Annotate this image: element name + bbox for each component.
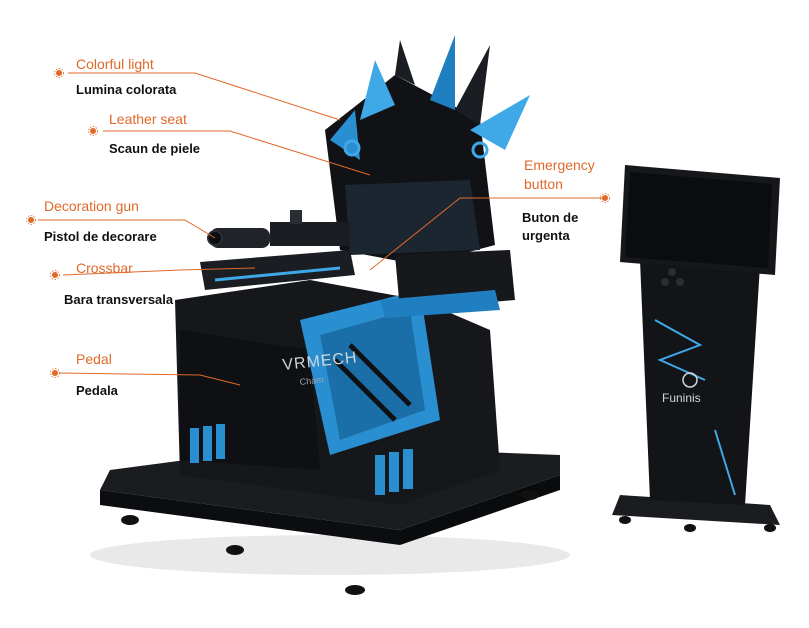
kiosk-column xyxy=(640,260,760,505)
gun-scope xyxy=(210,228,270,248)
callout-dot-icon xyxy=(54,68,64,78)
crossbar xyxy=(200,250,355,290)
crown-wing-blue xyxy=(470,95,530,150)
kiosk-base xyxy=(612,495,780,525)
callout-decoration-gun-ro: Pistol de decorare xyxy=(44,229,157,244)
callout-leather-seat: Leather seat xyxy=(109,111,187,127)
callout-dot-icon xyxy=(88,126,98,136)
light-ring xyxy=(343,139,361,157)
callout-dot-icon xyxy=(50,368,60,378)
leader-leather-seat xyxy=(103,130,371,176)
base-side-edge xyxy=(400,475,560,545)
kiosk xyxy=(612,165,780,532)
side-panel-stripe xyxy=(333,358,397,422)
crossbar-light xyxy=(214,266,341,282)
callout-dot-icon xyxy=(26,215,36,225)
callout-crossbar-ro: Bara transversala xyxy=(64,292,174,307)
leader-decoration-gun xyxy=(38,219,216,239)
callout-crossbar: Crossbar xyxy=(76,260,133,276)
kiosk-logo-icon xyxy=(682,372,698,388)
leader-emergency-button xyxy=(369,197,605,271)
foot xyxy=(345,585,365,595)
crown-spike xyxy=(395,40,415,85)
gun-body xyxy=(270,222,350,246)
pedals xyxy=(190,424,413,495)
side-panel-stripe xyxy=(348,343,412,407)
callout-decoration-gun: Decoration gun xyxy=(44,198,139,214)
callout-pedal-ro: Pedala xyxy=(76,383,118,398)
leader-pedal xyxy=(59,372,241,386)
callout-colorful-light-ro: Lumina colorata xyxy=(76,82,177,97)
callout-pedal: Pedal xyxy=(76,351,112,367)
foot xyxy=(121,515,139,525)
gun-sight xyxy=(290,210,302,224)
leather-seat xyxy=(345,180,480,255)
kiosk-brand: Funinis xyxy=(662,391,701,405)
kiosk-light xyxy=(714,429,736,496)
leader-colorful-light xyxy=(68,72,341,121)
floor-shadow xyxy=(90,535,570,575)
light-ring xyxy=(471,141,489,159)
seat-front-panel xyxy=(180,330,320,470)
side-panel-shade xyxy=(320,310,425,440)
crown-wing-blue xyxy=(330,110,360,160)
foot xyxy=(521,490,539,500)
callout-dot-icon xyxy=(600,193,610,203)
base-front-edge xyxy=(100,490,400,545)
seat-logo-sub: Cham xyxy=(299,375,324,387)
foot xyxy=(226,545,244,555)
callout-emergency-button-line1: Emergency xyxy=(524,157,595,173)
callout-emergency-button-ro-line2: urgenta xyxy=(522,228,570,243)
leader-crossbar xyxy=(62,267,256,276)
callout-dot-icon xyxy=(50,270,60,280)
callout-emergency-button-line2: button xyxy=(524,176,563,192)
callout-emergency-button-ro-line1: Buton de xyxy=(522,210,579,225)
crown-spike xyxy=(455,45,490,125)
callout-colorful-light: Colorful light xyxy=(76,56,154,72)
arm-light xyxy=(380,290,500,318)
kiosk-screen-glass xyxy=(625,172,772,268)
kiosk-light xyxy=(654,319,706,381)
callout-leather-seat-ro: Scaun de piele xyxy=(109,141,201,156)
leader-lines xyxy=(38,72,605,386)
crown-spike-blue xyxy=(360,60,395,120)
crown-spike-blue xyxy=(430,35,455,110)
